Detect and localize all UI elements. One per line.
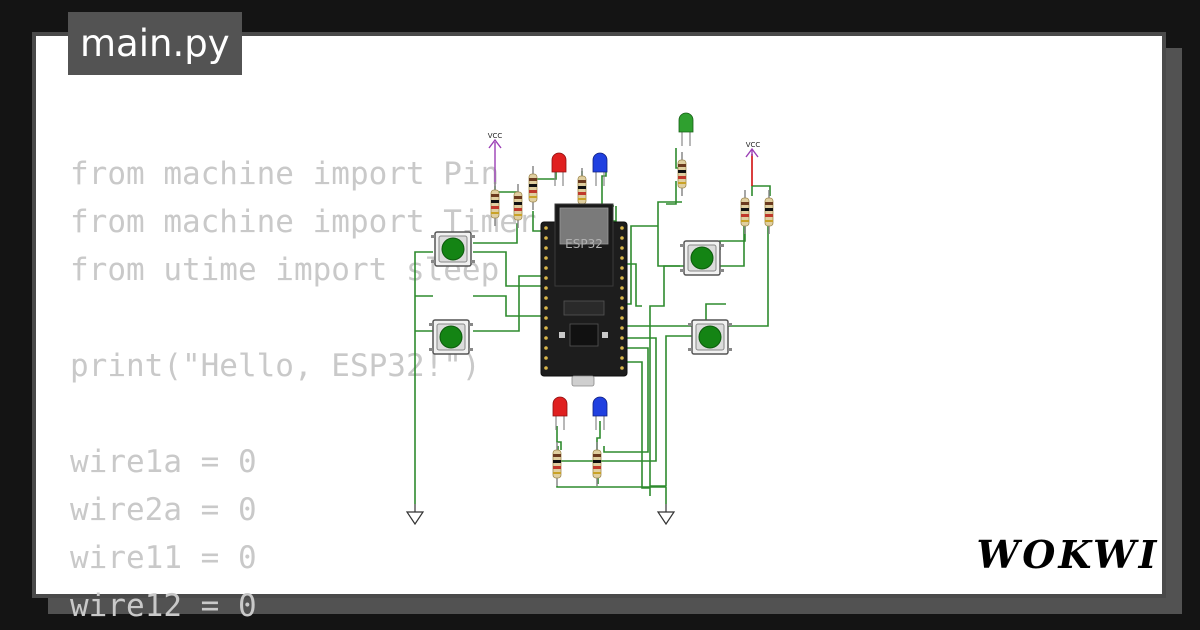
vcc-symbol-right: VCC <box>745 141 761 158</box>
push-button[interactable] <box>430 231 476 267</box>
resistor <box>528 165 538 211</box>
led-green-top <box>678 112 694 146</box>
code-line: wire11 = 0 <box>70 540 257 576</box>
led-blue-top <box>592 152 608 186</box>
resistor <box>552 441 562 487</box>
push-button[interactable] <box>687 319 733 355</box>
vcc-label-right: VCC <box>746 141 761 149</box>
push-button[interactable] <box>428 319 474 355</box>
resistor <box>740 189 750 235</box>
circuit-diagram: VCC VCC <box>406 112 774 525</box>
esp32-board: ESP32 <box>540 203 628 387</box>
vcc-symbol-left: VCC <box>488 132 503 186</box>
wokwi-logo: WOKWI <box>977 532 1157 577</box>
ground-symbol-left <box>406 503 424 525</box>
code-line: wire2a = 0 <box>70 492 257 528</box>
code-line: from utime import sleep <box>70 252 500 288</box>
file-tab[interactable]: main.py <box>68 12 242 75</box>
code-line: from machine import Pin <box>70 156 500 192</box>
resistor <box>677 151 687 197</box>
code-line: wire12 = 0 <box>70 588 257 624</box>
resistor <box>592 441 602 487</box>
push-button[interactable] <box>679 240 725 276</box>
resistor <box>513 183 523 229</box>
file-tab-label: main.py <box>80 22 230 65</box>
code-line: wire1a = 0 <box>70 444 257 480</box>
resistor <box>490 181 500 227</box>
vcc-label-left: VCC <box>488 132 503 140</box>
led-red-top <box>551 152 567 186</box>
ground-symbol-right <box>657 503 675 525</box>
wokwi-logo-text: WOKWI <box>977 532 1160 577</box>
code-line: print("Hello, ESP32!") <box>70 348 481 384</box>
led-red-bottom <box>552 396 568 430</box>
resistor <box>764 189 774 235</box>
board-label: ESP32 <box>565 237 603 251</box>
led-blue-bottom <box>592 396 608 430</box>
